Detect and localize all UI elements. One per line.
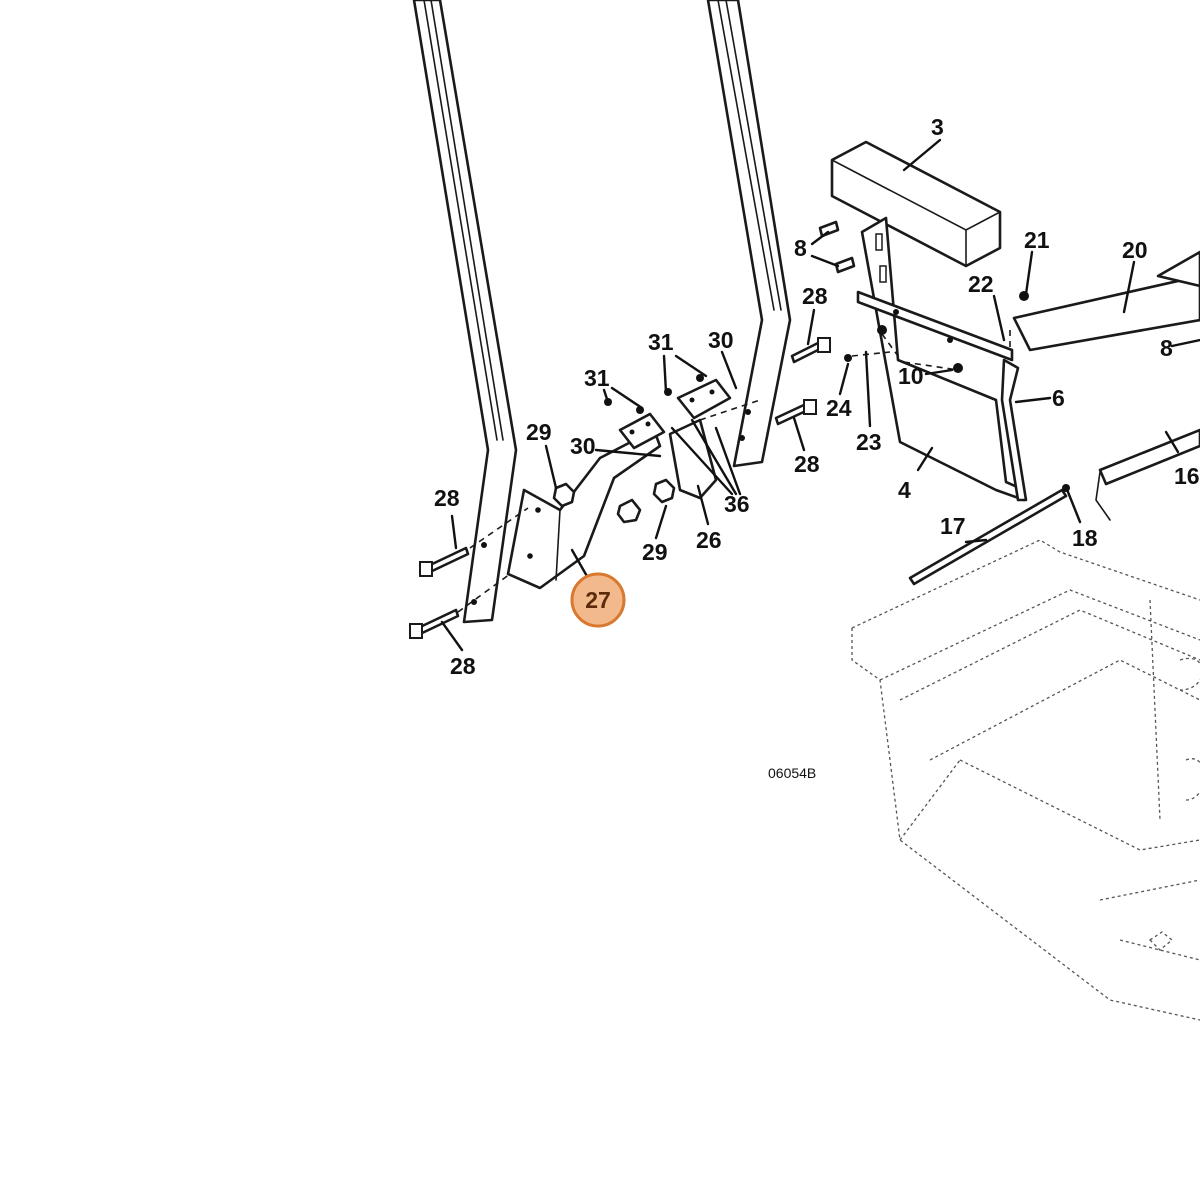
callout-29a[interactable]: 29: [526, 419, 552, 445]
callout-31a[interactable]: 31: [648, 329, 674, 355]
callout-30a[interactable]: 30: [570, 433, 596, 459]
callout-28a[interactable]: 28: [434, 485, 460, 511]
callout-30b[interactable]: 30: [708, 327, 734, 353]
highlighted-callout-27[interactable]: 27: [570, 572, 626, 628]
callout-20[interactable]: 20: [1122, 237, 1148, 263]
assembly-lines: [457, 330, 1011, 613]
plate-30-right[interactable]: [676, 378, 732, 420]
handle-bar-left[interactable]: [412, 0, 518, 624]
bolt-28-b[interactable]: [409, 608, 460, 639]
control-rod[interactable]: [908, 488, 1068, 586]
callout-29b[interactable]: 29: [642, 539, 668, 565]
callout-28c[interactable]: 28: [802, 283, 828, 309]
bolt-28-c[interactable]: [790, 337, 831, 364]
callout-3[interactable]: 3: [931, 114, 944, 140]
callout-26[interactable]: 26: [696, 527, 722, 553]
callout-16[interactable]: 16: [1174, 463, 1200, 489]
callout-24[interactable]: 24: [826, 395, 852, 421]
control-arm[interactable]: [1012, 250, 1200, 352]
side-bracket[interactable]: [1000, 358, 1028, 502]
callout-17[interactable]: 17: [940, 513, 966, 539]
callout-8a[interactable]: 8: [794, 235, 807, 261]
callout-23[interactable]: 23: [856, 429, 882, 455]
small-fasteners: [604, 220, 1070, 492]
callout-31b[interactable]: 31: [584, 365, 610, 391]
callout-18[interactable]: 18: [1072, 525, 1098, 551]
mount-bracket-27[interactable]: [506, 428, 662, 590]
handle-pad[interactable]: [830, 140, 1002, 268]
nut-29-a[interactable]: [552, 482, 576, 508]
bolt-28-a[interactable]: [419, 546, 470, 577]
highlighted-callout-27-label: 27: [585, 587, 611, 613]
callout-6[interactable]: 6: [1052, 385, 1065, 411]
callout-10[interactable]: 10: [898, 363, 924, 389]
mower-frame-phantom: [851, 539, 1200, 1021]
callout-4[interactable]: 4: [898, 477, 911, 503]
callout-8b[interactable]: 8: [1160, 335, 1173, 361]
nut-29-b[interactable]: [616, 478, 676, 524]
callout-labels: 3 4 6 8 8 10 16 17 18 20 21 22 23 24 26 …: [434, 114, 1200, 679]
bolt-28-d[interactable]: [774, 399, 817, 426]
drawing-code: 06054B: [768, 765, 816, 781]
console-plate[interactable]: [856, 216, 1026, 502]
callout-22[interactable]: 22: [968, 271, 994, 297]
callout-21[interactable]: 21: [1024, 227, 1050, 253]
plate-30-left[interactable]: [618, 412, 666, 450]
linkage-rod[interactable]: [1095, 428, 1200, 521]
handle-bar-right[interactable]: [706, 0, 792, 468]
callout-36[interactable]: 36: [724, 491, 750, 517]
leader-lines: [440, 138, 1200, 652]
callout-28b[interactable]: 28: [450, 653, 476, 679]
callout-28d[interactable]: 28: [794, 451, 820, 477]
